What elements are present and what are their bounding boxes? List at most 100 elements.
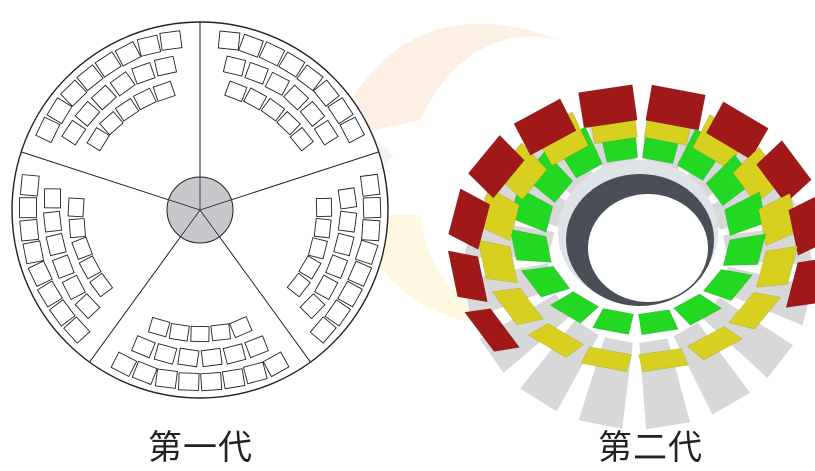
heliostat-band: [788, 196, 815, 256]
mirror-panel: [278, 51, 306, 78]
mirror-panel: [339, 116, 365, 144]
mirror-panel: [360, 173, 381, 197]
mirror-panel: [153, 55, 178, 77]
heliostat-band: [464, 308, 521, 352]
heliostat-band: [592, 308, 634, 335]
mirror-panel: [312, 79, 340, 107]
sector-divider: [218, 236, 311, 363]
heliostat-band: [702, 269, 753, 301]
mirror-panel: [286, 272, 311, 298]
mirror-panel: [337, 210, 358, 233]
mirror-panel: [228, 316, 253, 339]
mirror-panel: [210, 323, 232, 342]
mirror-panel: [324, 299, 352, 327]
heliostat-band: [728, 292, 782, 330]
heliostat-band: [756, 140, 812, 204]
heliostat-band: [527, 322, 584, 358]
mirror-panel: [243, 87, 268, 111]
mirror-panel: [178, 372, 200, 391]
heliostat-band: [513, 98, 577, 156]
mirror-panel: [27, 260, 53, 287]
mirror-panel: [114, 41, 142, 67]
sector-divider: [21, 151, 169, 201]
mirror-panel: [200, 347, 223, 368]
heliostat-band: [447, 250, 488, 303]
first-generation-diagram: [11, 21, 389, 399]
heliostat-band: [448, 188, 491, 250]
mirror-panel: [109, 71, 136, 97]
mirror-panel: [309, 316, 337, 344]
mirror-panel: [132, 87, 157, 111]
mirror-panel: [347, 260, 373, 287]
mirror-panel: [244, 61, 269, 85]
panel-array: [19, 30, 382, 392]
heliostat-band: [578, 84, 638, 129]
mirror-panel: [99, 110, 124, 136]
heliostat-band: [756, 245, 799, 288]
second-generation-render: [447, 84, 815, 430]
mirror-panel: [177, 347, 200, 368]
inner-ring: [558, 160, 718, 306]
mirror-panel: [35, 116, 61, 144]
mirror-panel: [19, 174, 40, 197]
heliostat-band: [673, 293, 723, 326]
mirror-panel: [154, 368, 178, 389]
mirror-panel: [327, 97, 354, 125]
heliostat-band: [491, 287, 544, 326]
mirror-panel: [168, 323, 190, 342]
mirror-panel: [89, 272, 114, 298]
back-panels: [447, 84, 815, 303]
mirror-panel: [43, 188, 62, 209]
heliostat-band: [549, 291, 600, 324]
mirror-panel: [59, 79, 88, 107]
mirror-panel: [354, 239, 379, 266]
mirror-panel: [36, 280, 63, 308]
mirror-panel: [46, 97, 73, 125]
mirror-panel: [238, 33, 264, 58]
mirror-panel: [94, 51, 122, 78]
mirror-panel: [61, 119, 87, 146]
mirror-panel: [299, 293, 326, 320]
mirror-panel: [68, 218, 86, 239]
heliostat-band: [580, 346, 633, 372]
mirror-panel: [131, 62, 156, 85]
mirror-panel: [337, 280, 364, 308]
mirror-panel: [298, 255, 322, 280]
mirror-panel: [22, 240, 45, 265]
sector-divider: [231, 151, 379, 201]
mirror-panel: [242, 361, 268, 385]
mirror-panel: [299, 100, 326, 127]
mirror-panel: [76, 64, 104, 92]
mirror-panel: [19, 218, 40, 242]
base-plate-segment: [702, 297, 793, 379]
sector-divider: [89, 236, 182, 363]
mirror-panel: [114, 97, 140, 122]
mirror-panel: [63, 316, 91, 344]
heliostat-band: [638, 309, 679, 336]
mirror-panel: [74, 293, 101, 320]
mirror-panel: [307, 237, 328, 260]
mirror-panel: [190, 325, 210, 343]
mirror-panel: [258, 41, 286, 67]
front-panels: [464, 233, 815, 373]
sector-dividers: [21, 22, 379, 363]
mirror-panel: [152, 80, 176, 102]
mirror-panel: [153, 343, 178, 365]
mirror-panel: [61, 274, 86, 301]
mirror-panel: [260, 97, 286, 122]
mirror-panel: [131, 360, 158, 386]
mirror-panel: [86, 126, 110, 152]
mirror-panel: [51, 254, 75, 279]
mirror-panel: [289, 126, 314, 152]
mirror-panel: [313, 217, 332, 239]
mirror-panel: [362, 196, 382, 219]
mirror-panel: [264, 71, 291, 96]
mirror-panel: [222, 343, 247, 365]
heliostat-band: [467, 134, 525, 199]
heliostat-band: [785, 259, 815, 308]
hub: [166, 176, 234, 244]
mirror-panel: [222, 55, 247, 77]
mirror-panel: [147, 316, 171, 338]
mirror-panel: [283, 84, 310, 111]
